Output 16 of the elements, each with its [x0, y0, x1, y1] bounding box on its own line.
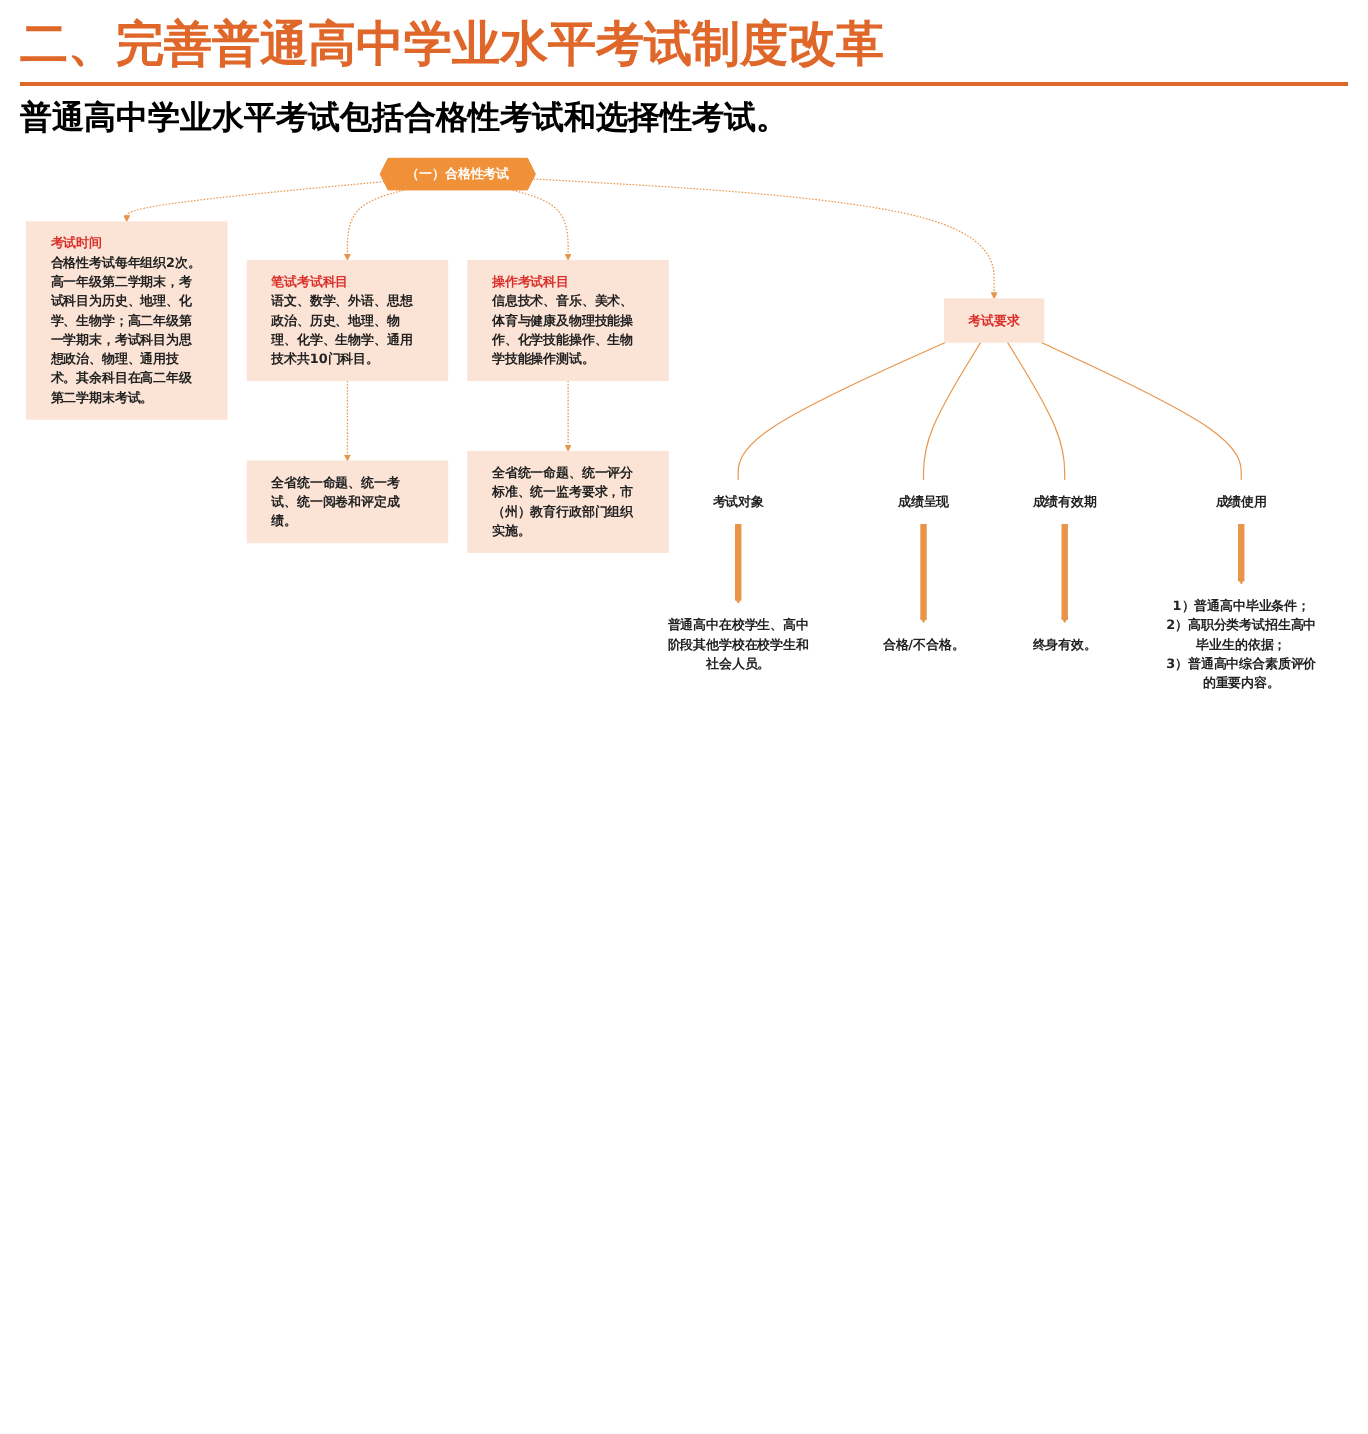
- title: 二、完善普通高中学业水平考试制度改革: [20, 12, 1348, 86]
- arrow: [123, 180, 385, 223]
- arrow: [564, 380, 572, 452]
- subtitle: 普通高中学业水平考试包括合格性考试和选择性考试。: [20, 98, 790, 140]
- arrow: [920, 523, 928, 624]
- arrow: [343, 189, 405, 261]
- connector: [1040, 341, 1242, 481]
- arrow: [343, 380, 351, 462]
- arrow: [512, 189, 572, 261]
- arrow: [734, 523, 742, 605]
- arrow: [1061, 523, 1069, 624]
- arrow: [532, 178, 998, 300]
- connector: [737, 341, 947, 481]
- connector: [1006, 341, 1066, 481]
- connector: [922, 341, 982, 481]
- arrow: [1237, 523, 1245, 585]
